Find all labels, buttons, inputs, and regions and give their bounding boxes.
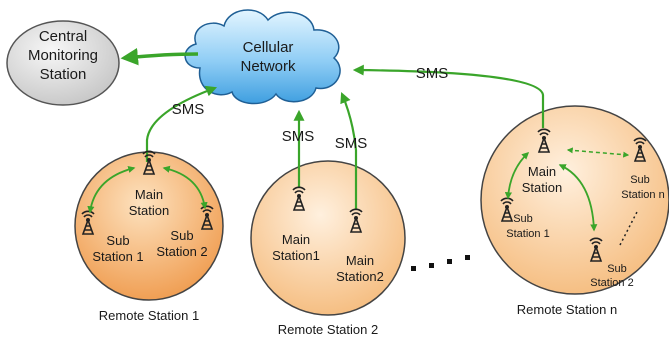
s2-main1-line1: Main <box>282 232 310 247</box>
sn-subn-line1: Sub <box>630 174 650 186</box>
sms-label-station2a: SMS <box>282 128 315 145</box>
sn-link-sub2 <box>558 164 598 232</box>
s2-main2-line2: Station2 <box>336 269 384 284</box>
s1-link-right <box>162 165 208 210</box>
network-line2: Network <box>240 58 296 75</box>
sms-label-stationn: SMS <box>416 65 449 82</box>
s1-link-left <box>87 165 136 214</box>
central-line3: Station <box>40 66 87 83</box>
sn-sub1-line2: Station 1 <box>506 228 549 240</box>
s1-main-line2: Station <box>129 203 169 218</box>
central-station-ellipse <box>6 20 120 106</box>
sn-sub2-line2: Station 2 <box>590 277 633 289</box>
cellular-network-cloud <box>184 9 341 105</box>
network-line1: Cellular <box>243 39 294 56</box>
remote-station-2-circle <box>250 160 406 316</box>
sms-label-station1: SMS <box>172 101 205 118</box>
central-line1: Central <box>39 28 87 45</box>
sn-subn-line2: Station n <box>621 189 664 201</box>
sn-main-line2: Station <box>522 180 562 195</box>
s1-main-line1: Main <box>135 187 163 202</box>
s2-main1-line2: Station1 <box>272 248 320 263</box>
s2-main2-line1: Main <box>346 253 374 268</box>
stationn-sms-arrow <box>352 64 545 128</box>
station2-sms-arrow-2 <box>340 91 358 210</box>
sn-link-subn <box>566 147 630 158</box>
sn-sub2-line1: Sub <box>607 263 627 275</box>
central-line2: Monitoring <box>28 47 98 64</box>
network-to-central-arrow <box>120 47 199 66</box>
sn-sub1-line1: Sub <box>513 213 533 225</box>
s1-sub2-line1: Sub <box>170 228 193 243</box>
sn-main-line1: Main <box>528 164 556 179</box>
station1-sms-arrow <box>145 85 218 162</box>
sn-link-dotted <box>619 209 639 246</box>
s1-sub1-line1: Sub <box>106 233 129 248</box>
s1-caption: Remote Station 1 <box>99 308 199 323</box>
sn-caption: Remote Station n <box>517 302 617 317</box>
s1-sub1-line2: Station 1 <box>92 249 143 264</box>
s2-caption: Remote Station 2 <box>278 322 378 337</box>
ellipsis-dots <box>411 255 470 271</box>
s1-sub2-line2: Station 2 <box>156 244 207 259</box>
sms-label-station2b: SMS <box>335 135 368 152</box>
sn-link-sub1 <box>504 152 530 200</box>
